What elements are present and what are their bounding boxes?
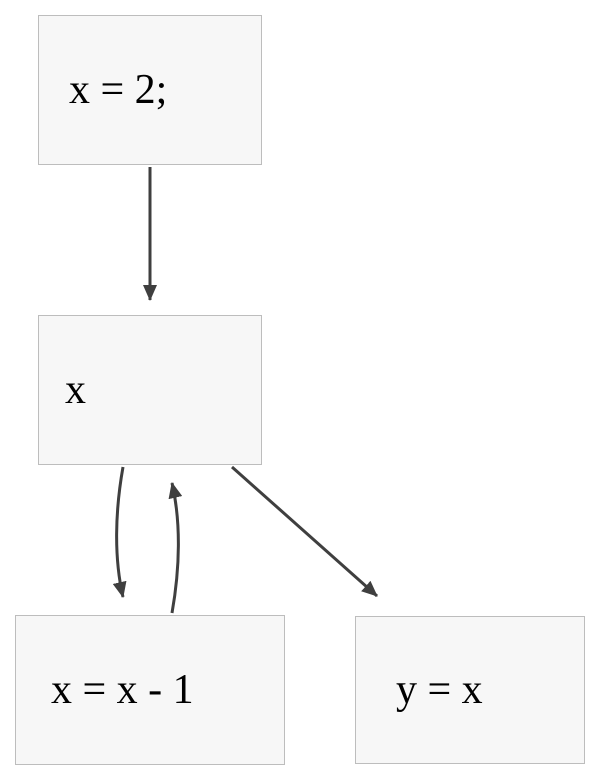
node-x-equals-2: x = 2; (38, 15, 262, 165)
node-y-assign: y = x (355, 616, 585, 764)
node-x-condition: x (38, 315, 262, 465)
node-label: x = x - 1 (51, 667, 194, 713)
node-label: x = 2; (69, 67, 168, 113)
node-label: y = x (396, 667, 483, 713)
edge-xminus1-to-x (168, 482, 183, 614)
node-x-decrement: x = x - 1 (15, 615, 285, 765)
edge-x-to-xminus1 (112, 466, 127, 598)
node-label: x (65, 367, 86, 413)
edge-x-to-yx (231, 465, 378, 598)
